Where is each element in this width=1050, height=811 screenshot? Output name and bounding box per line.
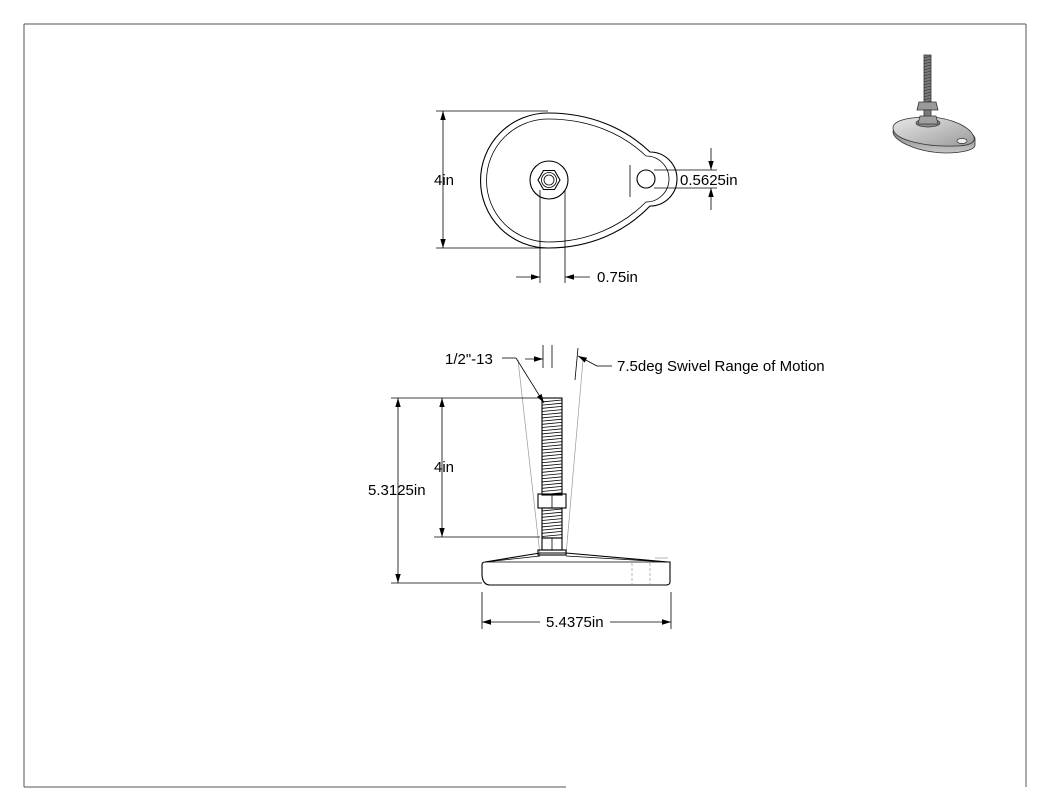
callout-thread: 1/2"-13 [445, 345, 553, 404]
thread-line [541, 463, 563, 467]
thread-line [541, 422, 563, 425]
thread-line [541, 524, 563, 528]
sheet-border [23, 23, 1027, 788]
dim-text-stud: 0.75in [597, 269, 638, 286]
thread-line [541, 418, 563, 422]
thread-line [923, 55, 932, 59]
thread-line [923, 91, 932, 95]
dim-text-base-width: 5.4375in [546, 614, 604, 631]
thread-line [923, 79, 932, 83]
callout-swivel-text: 7.5deg Swivel Range of Motion [617, 358, 825, 375]
dim-text-hole: 0.5625in [680, 172, 738, 189]
dim-stud-length: 4in [434, 397, 540, 538]
thread-line [541, 444, 563, 448]
thread-line [541, 425, 563, 428]
callout-thread-text: 1/2"-13 [445, 351, 493, 368]
thread-line [541, 489, 563, 492]
thread-line [541, 473, 563, 476]
thread-line [541, 476, 563, 480]
thread-line [541, 521, 563, 525]
thread-line [541, 454, 563, 457]
thread-line [923, 88, 932, 92]
thread-line [923, 58, 932, 62]
thread-line [541, 534, 563, 537]
thread-line [541, 409, 563, 412]
dim-top-height: 4in [434, 110, 548, 249]
thread-line [541, 412, 563, 416]
thread-line [923, 97, 932, 101]
top-view: 4in 0.5625in 0.75in [434, 110, 738, 286]
thread-line [541, 508, 563, 512]
thread-line [541, 438, 563, 441]
thread-line [541, 479, 563, 483]
thread-line [541, 399, 563, 403]
dim-base-width: 5.4375in [481, 592, 672, 631]
thread-line [541, 415, 563, 419]
thread-line [541, 511, 563, 515]
dim-overall-height: 5.3125in [368, 397, 482, 584]
thread-line [541, 441, 563, 444]
thread-line [923, 64, 932, 68]
swivel-range-lines [517, 359, 584, 556]
dim-text-stud-length: 4in [434, 459, 454, 476]
threaded-stud [541, 397, 563, 539]
thread-line [923, 85, 932, 89]
teardrop-base-outline [480, 112, 678, 249]
thread-line [541, 431, 563, 435]
thread-line [541, 460, 563, 464]
thread-line [541, 434, 563, 438]
thread-line [541, 402, 563, 406]
base-pad-side [481, 552, 671, 586]
thread-line [923, 67, 932, 71]
thread-line [541, 527, 563, 531]
thread-line [541, 466, 563, 470]
thread-line [923, 70, 932, 74]
dim-text-top-height: 4in [434, 172, 454, 189]
thread-line [923, 61, 932, 65]
thread-line [541, 406, 563, 409]
dim-hole: 0.5625in [654, 148, 738, 210]
thread-line [541, 428, 563, 432]
thread-line [541, 470, 563, 473]
thread-line [541, 457, 563, 460]
thread-line [541, 447, 563, 451]
dim-stud: 0.75in [516, 190, 638, 286]
dim-text-overall-height: 5.3125in [368, 482, 426, 499]
thread-line [923, 82, 932, 86]
thread-line [541, 486, 563, 489]
thread-line [541, 518, 563, 521]
stud-nut-top [529, 160, 569, 200]
thread-line [923, 73, 932, 77]
thread-line [541, 482, 563, 486]
thread-line [923, 94, 932, 98]
thread-line [541, 515, 563, 518]
thread-line [541, 531, 563, 534]
side-view: 1/2"-13 7.5deg Swivel Range of Motion 4i… [368, 345, 825, 631]
jam-nut [537, 493, 567, 509]
isometric-view [892, 54, 976, 154]
thread-line [541, 450, 563, 454]
callout-swivel: 7.5deg Swivel Range of Motion [574, 347, 825, 381]
mounting-hole [636, 169, 656, 189]
thread-line [923, 76, 932, 80]
